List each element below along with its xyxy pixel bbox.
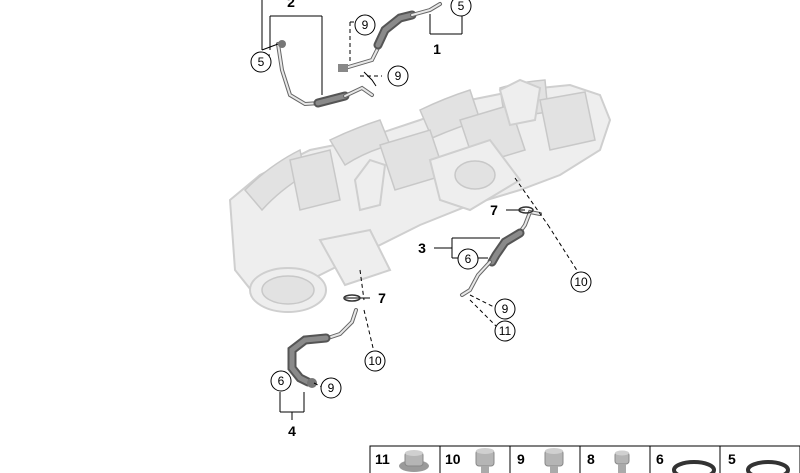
oil-line-assembly-3[interactable] <box>460 209 542 297</box>
callout-6-lower: 6 <box>270 370 292 392</box>
legend-num-5: 5 <box>728 451 736 467</box>
legend-num-11: 11 <box>375 451 390 467</box>
callout-9-top: 9 <box>354 14 376 36</box>
label-3: 3 <box>418 240 426 256</box>
o-ring-icon <box>672 460 716 473</box>
svg-text:6: 6 <box>465 252 472 266</box>
o-ring-icon <box>746 460 790 473</box>
svg-text:5: 5 <box>258 55 265 69</box>
label-7-right: 7 <box>490 202 498 218</box>
label-2: 2 <box>287 0 295 10</box>
callout-9-lower: 9 <box>320 377 342 399</box>
oil-line-assembly-1[interactable] <box>338 2 442 72</box>
svg-text:6: 6 <box>278 374 285 388</box>
leader-lines <box>261 0 579 420</box>
bolt-flange-icon <box>399 450 429 472</box>
legend-num-6: 6 <box>656 451 664 467</box>
bolt-small-icon <box>614 450 630 473</box>
oil-line-assembly-4[interactable] <box>287 308 358 388</box>
bolt-hex-icon <box>475 448 495 473</box>
callout-5-left: 5 <box>250 51 272 73</box>
callout-9-mid: 9 <box>387 65 409 87</box>
svg-text:11: 11 <box>499 324 512 338</box>
parts-legend: 11 10 9 8 6 5 <box>369 445 800 473</box>
label-7-lower: 7 <box>378 290 386 306</box>
bolt-hex-icon <box>544 448 564 473</box>
callout-9-right: 9 <box>494 298 516 320</box>
callout-5-top: 5 <box>450 0 472 17</box>
svg-text:9: 9 <box>395 69 402 83</box>
callout-11-right: 11 <box>494 320 516 342</box>
svg-text:9: 9 <box>502 302 509 316</box>
legend-num-9: 9 <box>517 451 525 467</box>
svg-text:10: 10 <box>368 354 382 368</box>
legend-num-10: 10 <box>445 451 461 467</box>
svg-text:9: 9 <box>362 18 369 32</box>
svg-text:9: 9 <box>328 381 335 395</box>
exhaust-manifold-assembly <box>228 78 612 313</box>
legend-num-8: 8 <box>587 451 595 467</box>
svg-text:5: 5 <box>458 0 465 13</box>
svg-text:10: 10 <box>574 275 588 289</box>
oil-line-assembly-2[interactable] <box>276 40 374 108</box>
callout-10-right: 10 <box>570 271 592 293</box>
label-4: 4 <box>288 423 296 439</box>
label-1: 1 <box>433 41 441 57</box>
callout-6-right: 6 <box>457 248 479 270</box>
callout-10-lower: 10 <box>364 350 386 372</box>
